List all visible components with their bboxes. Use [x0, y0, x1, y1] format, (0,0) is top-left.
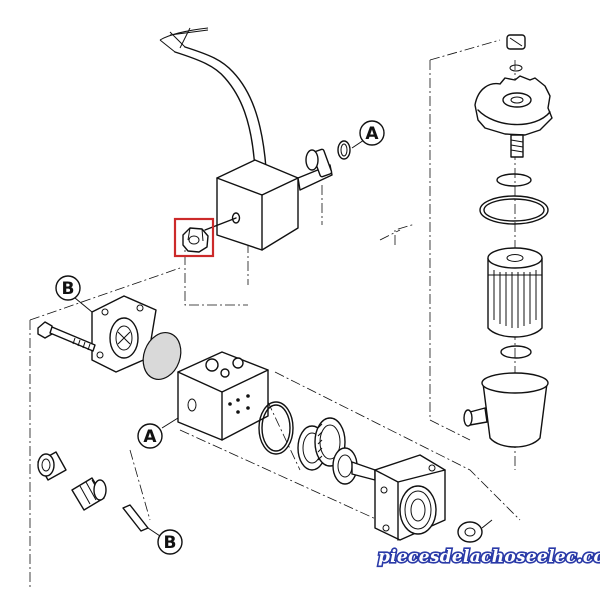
highlighted-nut[interactable] [173, 217, 215, 258]
callout-b-bottom-label: B [164, 533, 177, 553]
gear-set [297, 417, 376, 485]
highlight-box [173, 217, 215, 258]
pump-body [177, 351, 269, 441]
callout-a-top: A [351, 120, 385, 149]
pump-o-ring [258, 401, 294, 455]
valve-spring [71, 477, 107, 511]
bearing [457, 519, 493, 543]
callout-b-left-label: B [62, 279, 75, 299]
solenoid-coil [159, 27, 299, 251]
callout-b-left: B [55, 275, 93, 313]
diaphragm [142, 332, 182, 380]
callout-a-lower: A [137, 417, 179, 449]
motor-flange [374, 454, 446, 541]
callout-a-lower-label: A [143, 427, 157, 447]
callout-b-bottom: B [147, 527, 183, 555]
callout-a-top-label: A [365, 124, 379, 144]
filter-assembly [463, 34, 553, 448]
pin [122, 504, 149, 532]
valve-stem [297, 140, 351, 191]
bolt [37, 321, 96, 352]
watermark-text: piecesdelachoseelec.com [378, 547, 600, 567]
valve-seat [37, 451, 67, 481]
end-cover [91, 295, 157, 373]
